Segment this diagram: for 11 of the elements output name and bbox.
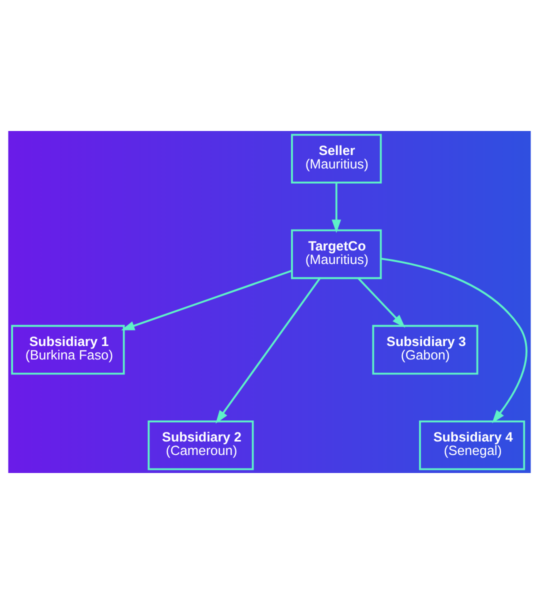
arrow [358,277,406,328]
node-box: Seller (Mauritius) [291,133,382,184]
arrow [381,257,528,423]
node-box: Subsidiary 3 (Gabon) [372,324,478,374]
arrow [121,269,292,330]
node-box: Subsidiary 2 (Cameroun) [148,420,254,470]
node-box: Subsidiary 4 (Senegal) [419,420,526,470]
node-box: Subsidiary 1 (Burkina Faso) [11,324,125,374]
arrow [332,182,342,232]
node-box: TargetCo (Mauritius) [291,228,382,279]
arrow [216,277,321,424]
